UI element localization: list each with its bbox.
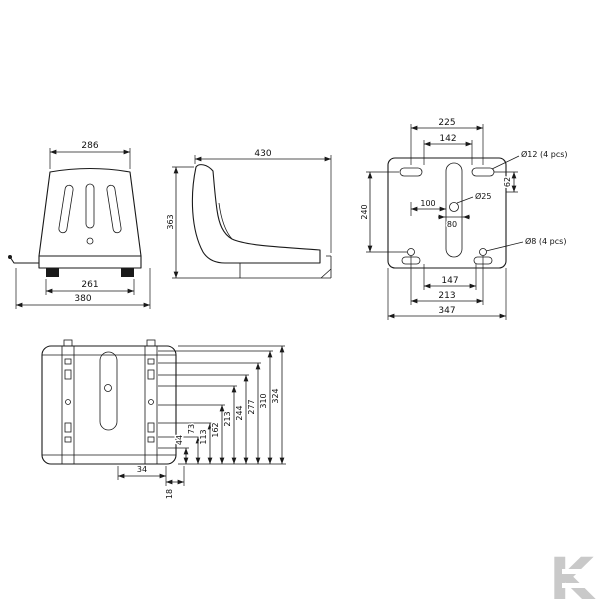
backrest-slot-right [106,184,122,234]
rail-dim-213: 213 [223,411,232,426]
seat-front-outline [8,167,142,277]
rail-dim-113: 113 [199,429,208,444]
rail-plate-outline [41,339,177,465]
slide-rail [238,255,332,279]
center-slot [445,162,463,258]
plate-bottom-mid-dim-label: 213 [438,291,455,301]
seat-side-outline [191,164,332,279]
plate-height-dim-label: 240 [360,204,369,219]
top-slot-right [471,167,495,177]
lever-knob [8,255,12,259]
rail-dim-277: 277 [247,399,256,414]
rail-dim-44: 44 [175,435,184,445]
plate-bottom-outer-dim-label: 347 [438,306,455,316]
plate-outline [387,157,507,269]
plate-right-offset-dim-label: 62 [503,177,512,187]
plate-slot-width-dim-label: 80 [447,220,457,229]
center-hole [449,202,459,212]
plate-center-hole-callout: Ø25 [475,191,491,201]
seat-base [38,255,142,269]
rail-dimensions: 44 73 113 162 213 244 277 310 324 34 18 [117,345,286,501]
rail-view: 44 73 113 162 213 244 277 310 324 34 18 [41,339,286,501]
watermark-stripe [562,583,600,588]
backrest-slot-left [58,184,74,234]
cushion-contour [218,202,233,240]
front-inner-width-dim-label: 261 [81,280,98,290]
rail-left [61,346,75,464]
front-top-width-dim-label: 286 [81,141,98,151]
mount-foot-right [121,268,134,277]
rail-dim-324: 324 [271,388,280,403]
plate-top-hole-callout: Ø12 (4 pcs) [521,149,568,159]
front-view: 286 261 380 [8,140,151,309]
adjust-lever [9,256,40,264]
plate-bottom-hole-callout: Ø8 (4 pcs) [525,236,566,246]
front-dimensions: 286 261 380 [15,140,151,309]
watermark: K [549,545,600,600]
watermark-stripe [562,569,600,574]
plate-top-outer-dim-label: 225 [438,118,455,128]
rail-offset-dim-label: 34 [137,465,147,474]
rail-offset-small-dim-label: 18 [165,489,174,499]
rail-center-hole [104,384,112,392]
plate-slot-offset-dim-label: 100 [420,199,435,208]
top-slot-left [399,167,423,177]
rail-center-slot [99,351,118,431]
rail-left-tab [63,339,73,347]
plate-bottom-inner-dim-label: 147 [441,276,458,286]
rail-dim-162: 162 [211,422,220,437]
mount-foot-left [46,268,59,277]
rail-dim-310: 310 [259,393,268,408]
side-view: 430 363 [165,148,332,279]
rail-right-tab [146,339,156,347]
front-base-width-dim-label: 380 [74,294,91,304]
backrest-slot-center [85,183,95,229]
side-depth-dim-label: 430 [254,149,271,159]
plate-dimensions: 225 142 Ø12 (4 pcs) 62 100 80 Ø25 Ø8 (4 … [359,117,569,320]
side-height-dim-label: 363 [166,214,175,229]
bottom-hole-right [479,248,487,256]
rail-dim-73: 73 [187,424,196,434]
bottom-hole-left [407,248,415,256]
plate-view: 225 142 Ø12 (4 pcs) 62 100 80 Ø25 Ø8 (4 … [359,117,569,320]
backrest-hole [86,237,94,245]
side-dimensions: 430 363 [165,148,332,279]
rail-dim-244: 244 [235,405,244,420]
plate-top-inner-dim-label: 142 [439,134,456,144]
rail-right [144,346,158,464]
